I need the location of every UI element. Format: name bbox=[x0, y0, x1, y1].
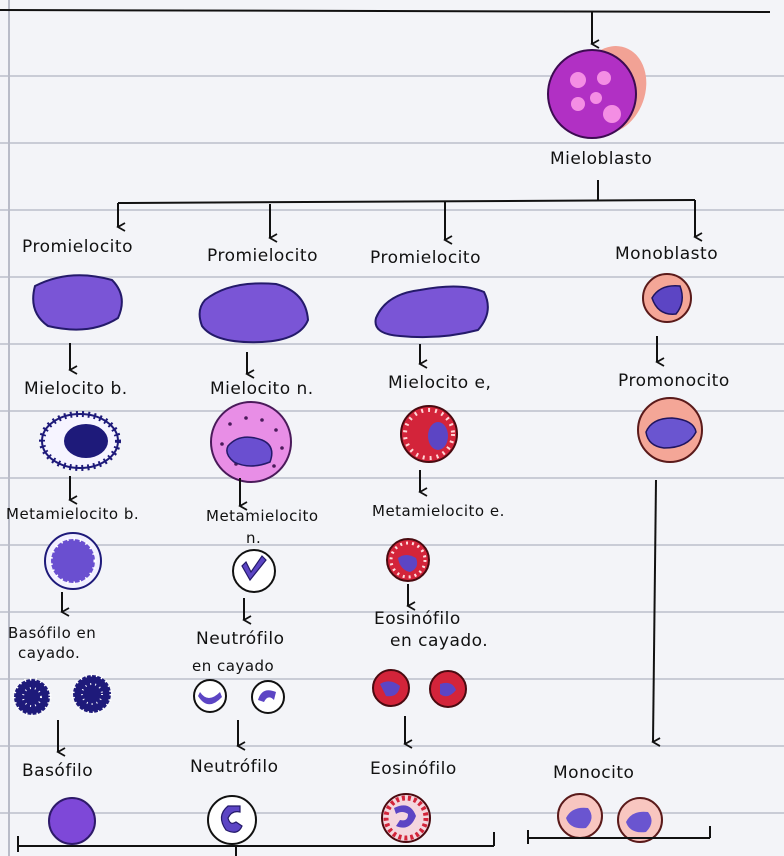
label-neutrofilo-cayado-2: en cayado bbox=[192, 658, 274, 675]
basofilo-cayado-cells bbox=[14, 675, 111, 715]
label-mielocito-n: Mielocito n. bbox=[210, 380, 314, 399]
label-basofilo-cayado-2: cayado. bbox=[18, 645, 80, 662]
label-basofilo-cayado-1: Basófilo en bbox=[8, 625, 96, 642]
basofilo-cell bbox=[49, 798, 95, 844]
mielocito-b-cell bbox=[42, 414, 118, 468]
label-mielocito-e: Mielocito e, bbox=[388, 374, 491, 393]
neutrofilo-cell bbox=[208, 796, 256, 844]
label-mieloblasto: Mieloblasto bbox=[550, 150, 652, 169]
label-metamielocito-e: Metamielocito e. bbox=[372, 503, 505, 520]
label-metamielocito-b: Metamielocito b. bbox=[6, 506, 139, 523]
top-line bbox=[0, 10, 770, 44]
promielocito-e-cell bbox=[376, 286, 488, 337]
promonocito-cell bbox=[638, 398, 702, 462]
label-neutrofilo-cayado-1: Neutrófilo bbox=[196, 630, 284, 649]
label-eosinofilo-cayado-2: en cayado. bbox=[390, 632, 488, 651]
eosinofilo-cell bbox=[382, 794, 430, 842]
promielocito-n-cell bbox=[200, 283, 308, 342]
metamielocito-e-cell bbox=[387, 539, 429, 581]
label-metamielocito-n-suffix: n. bbox=[246, 530, 261, 547]
label-eosinofilo: Eosinófilo bbox=[370, 760, 457, 779]
label-metamielocito-n: Metamielocito bbox=[206, 508, 319, 525]
label-monoblasto: Monoblasto bbox=[615, 245, 718, 264]
label-basofilo: Basófilo bbox=[22, 762, 93, 781]
label-promielocito-e: Promielocito bbox=[370, 249, 481, 268]
promielocito-b-cell bbox=[33, 275, 122, 329]
bottom-bracket-lines bbox=[18, 826, 710, 856]
metamielocito-n-cell bbox=[233, 550, 275, 592]
label-eosinofilo-cayado-1: Eosinófilo bbox=[374, 610, 461, 629]
arrows-to-mielocitos bbox=[70, 336, 657, 374]
mielocito-e-cell bbox=[401, 406, 457, 462]
monocito-cells bbox=[558, 794, 662, 842]
label-monocito: Monocito bbox=[553, 764, 634, 783]
metamielocito-b-cell bbox=[45, 533, 101, 589]
mieloblasto-branch-lines bbox=[118, 180, 695, 240]
arrows-to-cayado bbox=[62, 584, 408, 620]
monoblasto-cell bbox=[643, 274, 691, 322]
label-promonocito: Promonocito bbox=[618, 372, 730, 391]
mielocito-n-cell bbox=[211, 402, 291, 482]
neutrofilo-cayado-cells bbox=[194, 680, 284, 713]
eosinofilo-cayado-cells bbox=[373, 670, 466, 707]
mieloblasto-cell bbox=[548, 36, 658, 145]
label-mielocito-b: Mielocito b. bbox=[24, 380, 128, 399]
arrows-to-metamielocitos bbox=[70, 470, 656, 742]
label-promielocito-n: Promielocito bbox=[207, 247, 318, 266]
arrows-to-mature bbox=[58, 716, 405, 752]
label-neutrofilo: Neutrófilo bbox=[190, 758, 278, 777]
label-promielocito-b: Promielocito bbox=[22, 238, 133, 257]
